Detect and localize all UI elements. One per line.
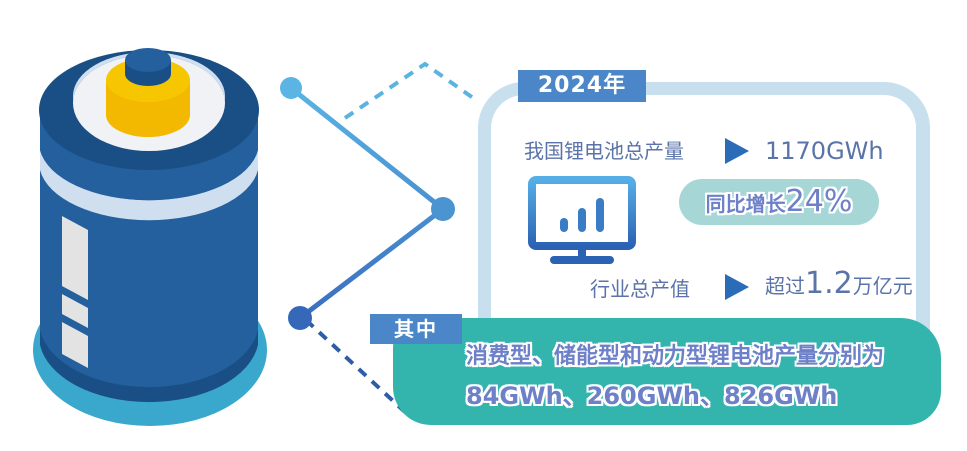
play-arrow-icon xyxy=(725,138,749,164)
breakdown-line-1: 消费型、储能型和动力型锂电池产量分别为 xyxy=(466,344,885,369)
industry-output-value: 超过1.2万亿元 xyxy=(765,269,913,301)
industry-output-label: 行业总产值 xyxy=(590,277,690,301)
growth-pill: 同比增长24% xyxy=(679,179,879,225)
total-output-value: 1170GWh xyxy=(765,137,884,165)
bar-chart-monitor-icon xyxy=(528,176,636,264)
year-tag: 2024年 xyxy=(518,70,646,102)
breakdown-panel xyxy=(393,318,941,425)
breakdown-line-2: 84GWh、260GWh、826GWh xyxy=(466,382,838,410)
value-prefix: 超过 xyxy=(765,274,805,298)
play-arrow-icon xyxy=(725,274,749,300)
growth-value: 24% xyxy=(785,184,853,219)
battery-icon xyxy=(33,48,267,426)
growth-prefix: 同比增长 xyxy=(705,192,786,216)
value-number: 1.2 xyxy=(805,266,853,301)
breakdown-tag: 其中 xyxy=(370,314,462,344)
value-suffix: 万亿元 xyxy=(852,274,913,298)
total-output-label: 我国锂电池总产量 xyxy=(524,139,684,163)
